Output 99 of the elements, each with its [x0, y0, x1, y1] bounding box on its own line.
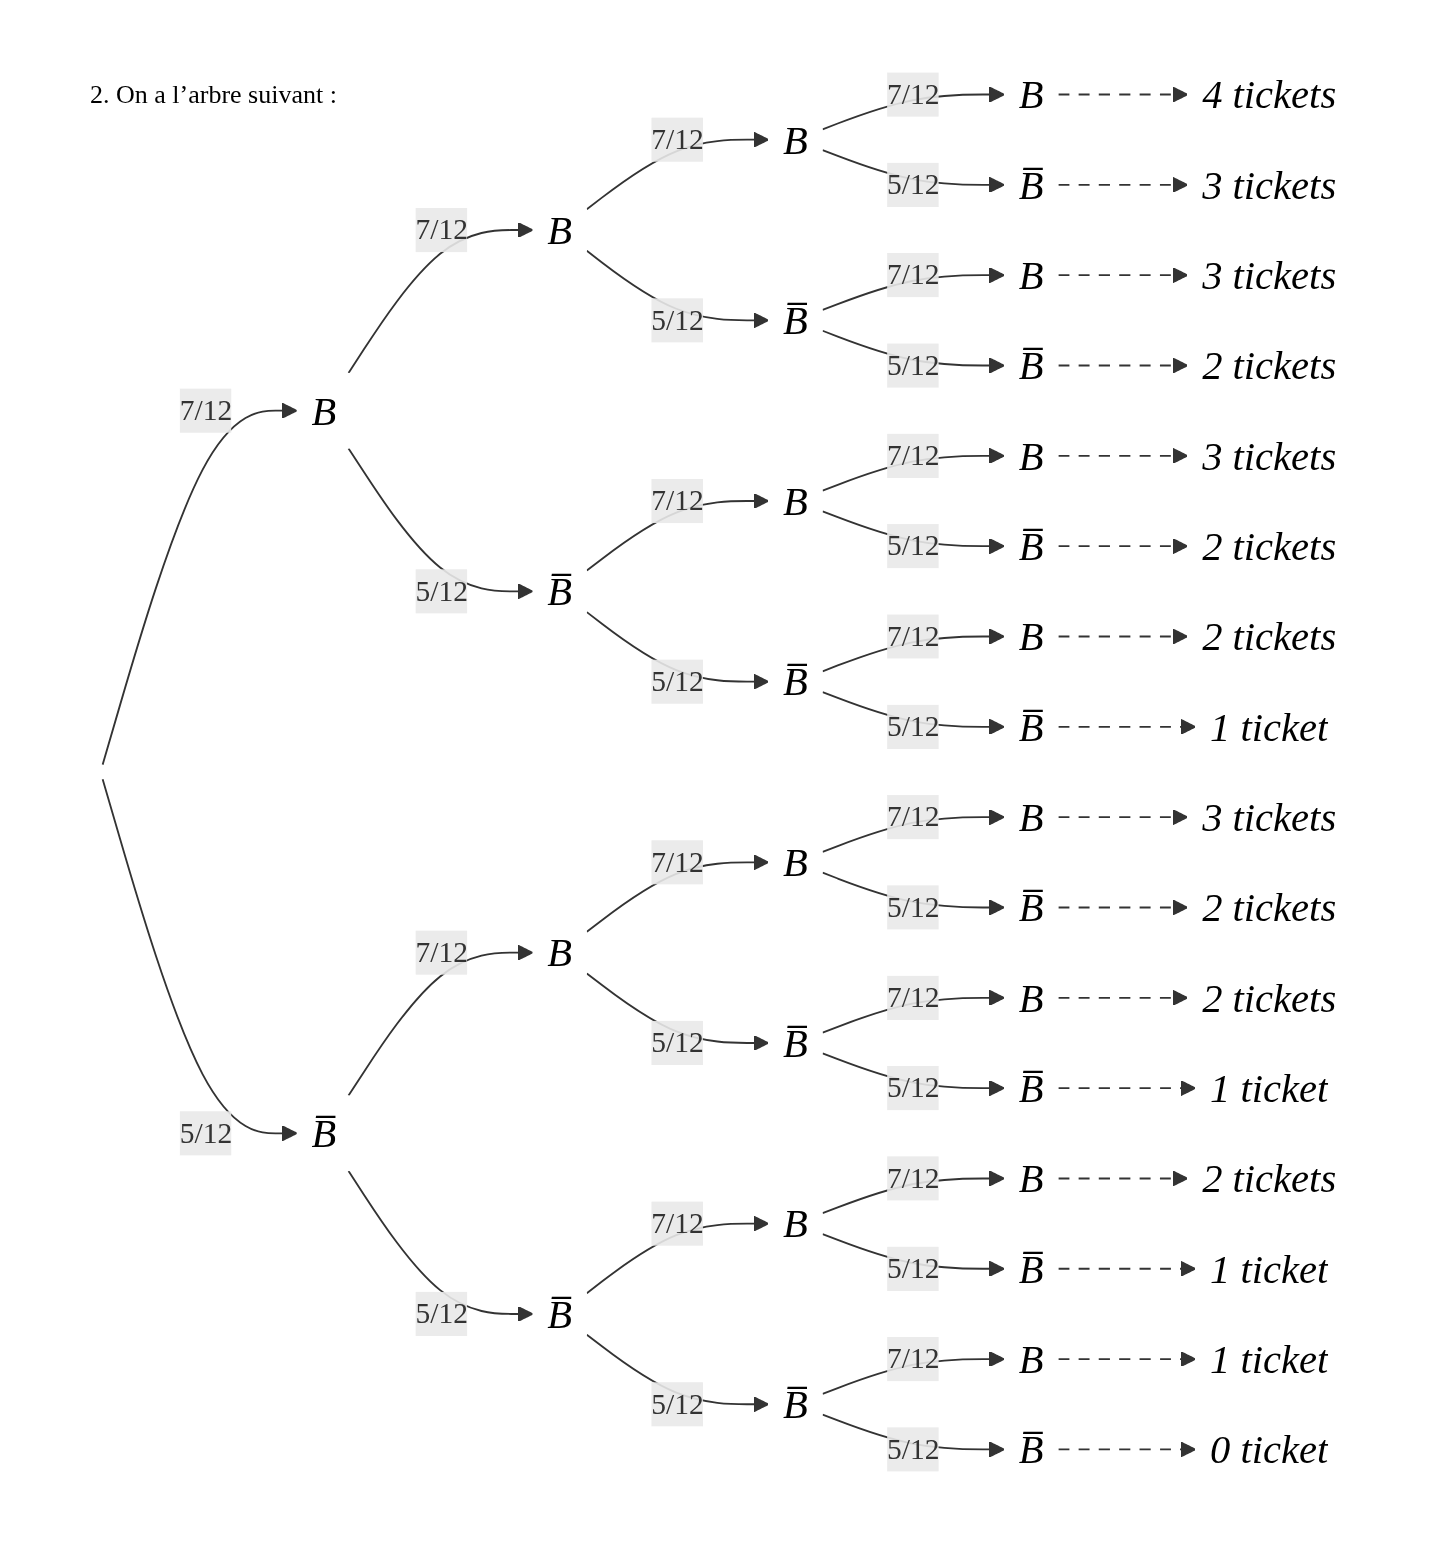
arrow	[1057, 1441, 1196, 1458]
arrow	[1057, 357, 1188, 374]
edge-label: 5/12	[886, 710, 940, 742]
arrow	[1057, 267, 1188, 284]
arrow	[1057, 809, 1188, 826]
edge-label: 5/12	[415, 1297, 468, 1329]
edge-label: 5/12	[886, 1071, 940, 1103]
node-text: 4 tickets	[1201, 71, 1336, 118]
node-text: 1 ticket	[1209, 1065, 1328, 1112]
node-text: 2 tickets	[1201, 884, 1336, 931]
arrow	[1057, 1260, 1196, 1277]
node-text: B̅	[1018, 161, 1044, 208]
node-text: B̅	[1018, 342, 1044, 389]
node-text: B̅	[782, 1019, 808, 1067]
edge-label: 7/12	[650, 123, 704, 155]
node-text: B	[1018, 252, 1044, 299]
node-text: B̅	[1018, 523, 1044, 570]
node-text: 3 tickets	[1201, 252, 1336, 299]
arrow	[1057, 1351, 1196, 1368]
node-text: B	[782, 839, 808, 886]
node-text: B	[1018, 1155, 1044, 1202]
edge-label: 7/12	[886, 1161, 940, 1194]
node-text: B	[1018, 794, 1044, 841]
edge-label: 5/12	[415, 574, 468, 607]
arrow	[1057, 718, 1196, 735]
node-text: B	[1018, 613, 1044, 660]
arrow	[347, 221, 533, 374]
node-text: 2 tickets	[1201, 342, 1336, 389]
node-text: 2 tickets	[1201, 523, 1336, 570]
arrow	[1057, 538, 1188, 555]
arrow	[1057, 176, 1188, 193]
arrow	[1057, 628, 1188, 645]
edge-label: 7/12	[179, 394, 232, 426]
node-text: B̅	[1018, 884, 1044, 931]
node-text: B	[546, 929, 572, 976]
node-text: 1 ticket	[1209, 1245, 1328, 1292]
edge-label: 7/12	[886, 981, 940, 1013]
node-text: 2 tickets	[1201, 613, 1336, 660]
node-text: 1 ticket	[1209, 703, 1328, 750]
arrow	[347, 944, 533, 1097]
arrow	[1057, 1080, 1196, 1097]
edge-label: 7/12	[650, 1207, 704, 1239]
edge-label: 7/12	[415, 213, 468, 245]
node-text: B	[1018, 432, 1044, 479]
node-text: 2 tickets	[1201, 1155, 1336, 1202]
edge-label: 7/12	[415, 936, 468, 968]
edge-label: 5/12	[179, 1116, 232, 1149]
node-text: B̅	[546, 1290, 572, 1337]
edge-label: 5/12	[886, 1432, 940, 1465]
edge-label: 7/12	[650, 845, 704, 878]
arrow	[1057, 86, 1188, 103]
edge-label: 7/12	[650, 484, 704, 516]
edge-label: 5/12	[886, 1252, 940, 1284]
node-text: 2 tickets	[1201, 974, 1336, 1021]
edge-label: 5/12	[886, 529, 940, 561]
arrow	[101, 778, 298, 1142]
arrow	[1057, 899, 1188, 916]
edge-label: 5/12	[650, 665, 704, 697]
node-text: 0 ticket	[1209, 1426, 1328, 1473]
edge-label: 7/12	[886, 1342, 940, 1374]
node-text: 3 tickets	[1201, 161, 1336, 208]
edge-label: 5/12	[650, 1026, 704, 1058]
arrow	[1057, 1170, 1188, 1187]
edge-label: 5/12	[886, 168, 940, 200]
node-text: B	[782, 1200, 808, 1247]
node-text: B	[546, 206, 572, 254]
node-text: B̅	[782, 297, 808, 344]
node-text: B̅	[782, 658, 808, 705]
arrow	[347, 447, 533, 600]
node-text: B	[1018, 974, 1044, 1021]
node-text: B̅	[1018, 1426, 1044, 1473]
node-text: B	[1018, 71, 1044, 118]
node-text: 3 tickets	[1201, 432, 1336, 479]
node-text: B̅	[1018, 1245, 1044, 1292]
edge-label: 5/12	[650, 1387, 704, 1420]
edge-label: 7/12	[886, 800, 940, 832]
node-text: B	[782, 477, 808, 525]
node-text: 1 ticket	[1209, 1336, 1328, 1383]
node-text: B̅	[1018, 703, 1044, 750]
node-text: B	[782, 116, 808, 163]
arrow	[101, 402, 298, 766]
node-text: B̅	[311, 1110, 336, 1157]
node-text: B̅	[782, 1381, 808, 1428]
node-text: B	[1018, 1336, 1044, 1383]
edge-label: 7/12	[886, 258, 940, 290]
arrow	[1057, 989, 1188, 1006]
arrow	[1057, 447, 1188, 464]
node-text: 3 tickets	[1201, 794, 1336, 841]
edge-label: 7/12	[886, 439, 940, 471]
node-text: B̅	[546, 568, 572, 615]
edge-label: 5/12	[886, 348, 940, 381]
heading: 2. On a l’arbre suivant :	[90, 80, 337, 110]
edge-label: 5/12	[650, 303, 704, 336]
edge-label: 7/12	[886, 77, 940, 110]
edge-label: 7/12	[886, 619, 940, 652]
edge-label: 5/12	[886, 890, 940, 923]
node-text: B	[311, 387, 336, 434]
node-text: B̅	[1018, 1065, 1044, 1112]
arrow	[347, 1170, 533, 1323]
